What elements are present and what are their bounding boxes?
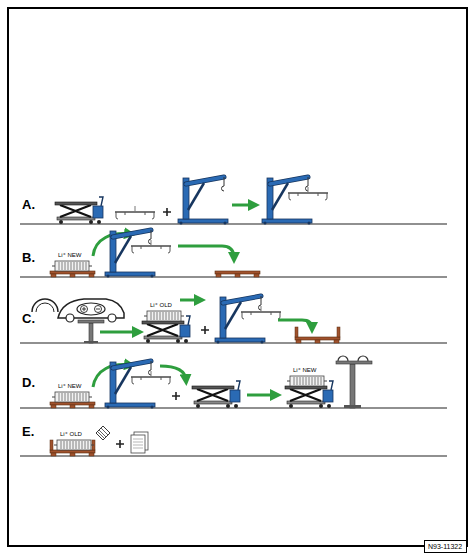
plus-sign bbox=[201, 326, 209, 334]
battery-label: Li⁺ OLD bbox=[150, 302, 172, 308]
green-arrow bbox=[247, 394, 276, 397]
hv-battery-symbol bbox=[77, 303, 105, 315]
documents-icon bbox=[131, 432, 148, 453]
lifting-beam bbox=[131, 371, 171, 384]
step-letter: D. bbox=[22, 376, 35, 389]
shop-crane bbox=[105, 361, 155, 409]
vehicle-lift-post bbox=[350, 364, 355, 408]
pallet bbox=[215, 271, 260, 277]
transport-crate bbox=[50, 440, 95, 456]
step-letter: E. bbox=[22, 425, 34, 438]
battery bbox=[52, 261, 92, 271]
lift-table bbox=[192, 381, 240, 408]
transport-crate bbox=[295, 327, 340, 343]
plus-sign bbox=[172, 392, 180, 400]
figure-code: N93-11322 bbox=[428, 543, 463, 550]
battery bbox=[144, 311, 184, 321]
hazard-label bbox=[96, 426, 110, 440]
tyre-icon bbox=[36, 303, 54, 312]
shop-crane bbox=[178, 177, 228, 225]
plus-sign bbox=[163, 208, 171, 216]
row-e-art bbox=[50, 426, 148, 456]
green-arrow bbox=[100, 331, 138, 334]
ground-line bbox=[20, 224, 447, 456]
battery-label: Li⁺ NEW bbox=[58, 252, 82, 258]
pallet bbox=[50, 271, 95, 277]
shop-crane bbox=[215, 296, 265, 344]
battery bbox=[54, 440, 94, 450]
battery bbox=[287, 376, 327, 386]
lifting-beam bbox=[288, 187, 328, 200]
lifting-beam bbox=[131, 240, 171, 253]
green-arrow bbox=[180, 299, 200, 302]
plus-sign bbox=[116, 440, 124, 448]
tyre-icon bbox=[32, 299, 58, 312]
battery-label: Li⁺ NEW bbox=[58, 383, 82, 389]
green-arrow bbox=[160, 366, 186, 380]
battery-label: Li⁺ OLD bbox=[60, 431, 82, 437]
row-d-art bbox=[50, 356, 372, 409]
step-letter: B. bbox=[22, 251, 35, 264]
battery bbox=[52, 392, 92, 402]
step-letter: C. bbox=[22, 312, 35, 325]
frame bbox=[8, 8, 467, 546]
row-c-art bbox=[32, 296, 340, 344]
step-letter: A. bbox=[22, 198, 35, 211]
row-a-art bbox=[55, 177, 328, 225]
shop-crane bbox=[105, 230, 155, 278]
vehicle-lift-post bbox=[89, 323, 93, 343]
pallet bbox=[50, 402, 95, 408]
lift-table bbox=[55, 197, 103, 224]
green-arrow bbox=[178, 246, 234, 258]
row-b-art bbox=[50, 230, 260, 278]
battery-label: Li⁺ NEW bbox=[293, 367, 317, 373]
green-arrow bbox=[232, 204, 254, 207]
figure-code-box: N93-11322 bbox=[424, 540, 467, 553]
shop-crane bbox=[262, 177, 312, 225]
lifting-beam bbox=[241, 306, 281, 319]
lifting-beam bbox=[115, 206, 155, 219]
